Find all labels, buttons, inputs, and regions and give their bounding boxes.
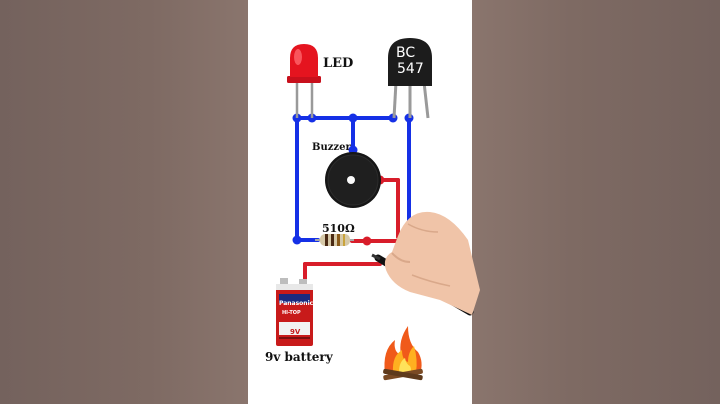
buzzer-component (325, 152, 381, 208)
fire-icon (383, 326, 423, 381)
red-wires (303, 178, 400, 284)
resistor-component (315, 234, 354, 246)
battery-component (276, 278, 313, 346)
resistor-label: 510Ω (322, 222, 355, 235)
battery-label: 9v battery (265, 350, 333, 364)
transistor-label-bottom: 547 (397, 61, 424, 77)
junction-dot (348, 113, 358, 123)
led-component (287, 44, 321, 118)
junction-dot (362, 236, 372, 246)
left-blurred-background (0, 0, 248, 404)
transistor-component (388, 38, 432, 119)
transistor-label-top: BC (396, 45, 416, 61)
battery-line-text: HI-TOP (282, 310, 301, 316)
buzzer-label: Buzzer (312, 142, 351, 153)
junction-dot (292, 235, 302, 245)
hand-with-pen (371, 211, 480, 316)
battery-brand-text: Panasonic (279, 300, 314, 307)
right-blurred-background (472, 0, 720, 404)
led-label: LED (323, 56, 354, 71)
battery-voltage-text: 9V (290, 328, 301, 336)
